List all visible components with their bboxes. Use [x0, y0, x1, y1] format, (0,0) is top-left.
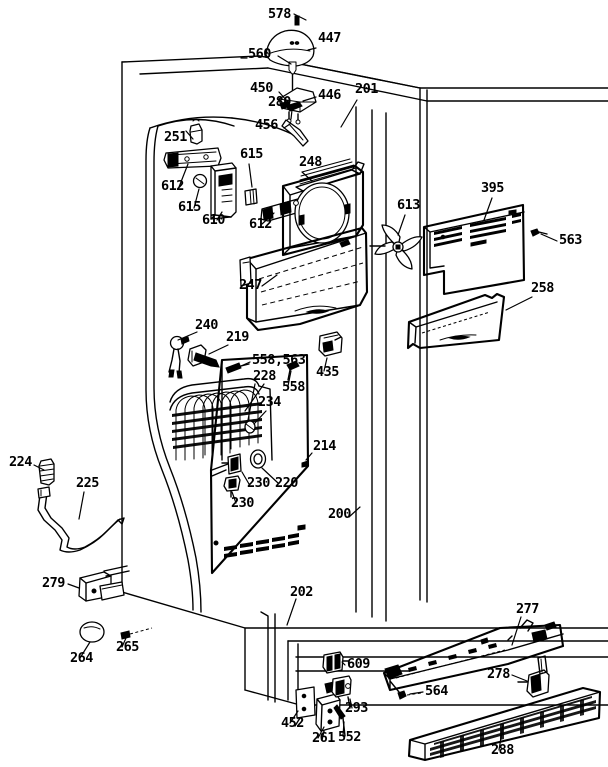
- callout-number-201: 201: [355, 81, 378, 97]
- part-456-bracket: [281, 119, 309, 147]
- part-452-hinge-plate: [294, 686, 316, 727]
- part-613-fan-blade: [369, 224, 423, 270]
- callout-number-447: 447: [318, 30, 341, 46]
- callout-number-612: 612: [249, 216, 272, 232]
- callout-number-563: 563: [559, 232, 582, 248]
- leader-lines: [33, 13, 558, 751]
- callout-number-450: 450: [250, 80, 273, 96]
- part-563-screw: [530, 228, 548, 237]
- callout-number-609: 609: [347, 656, 370, 672]
- callout-number-247: 247: [239, 277, 262, 293]
- part-202-front-rail: [260, 611, 276, 703]
- callout-number-610: 610: [202, 212, 225, 228]
- part-247-evaporator-cover: [239, 164, 369, 332]
- part-564-screw: [389, 680, 422, 700]
- part-558-screw: [286, 360, 300, 381]
- cabinet-liner: [145, 116, 301, 613]
- part-615-left-grommet: [192, 173, 208, 189]
- part-230-upper-clip: [221, 453, 242, 475]
- callout-number-615: 615: [178, 199, 201, 215]
- callout-number-200: 200: [328, 506, 351, 522]
- callout-number-234: 234: [258, 394, 281, 410]
- callout-number-228: 228: [253, 368, 276, 384]
- callout-number-258: 258: [531, 280, 554, 296]
- part-258-duct-trim: [406, 292, 506, 350]
- part-279-lower-hinge: [78, 565, 130, 602]
- callout-number-564: 564: [425, 683, 448, 699]
- callout-number-615: 615: [240, 146, 263, 162]
- part-225-water-tube: [37, 486, 125, 553]
- callout-number-214: 214: [313, 438, 336, 454]
- callout-number-560: 560: [248, 46, 271, 62]
- part-234-defrost-thermostat: [244, 420, 256, 434]
- callout-number-202: 202: [290, 584, 313, 600]
- callout-number-261: 261: [312, 730, 335, 746]
- callout-number-225: 225: [76, 475, 99, 491]
- callout-number-279: 279: [42, 575, 65, 591]
- part-264-plug: [79, 621, 105, 643]
- callout-number-220: 220: [275, 475, 298, 491]
- part-251-light-socket: [189, 119, 203, 145]
- part-560-pin: [288, 61, 297, 93]
- callout-number-251: 251: [164, 129, 187, 145]
- callout-number-280: 280: [268, 94, 291, 110]
- part-248-shelf-grid: [295, 158, 365, 192]
- callout-number-578: 578: [268, 6, 291, 22]
- part-612-left-rail: [163, 147, 222, 169]
- callout-number-395: 395: [481, 180, 504, 196]
- part-240-wire-harness: [168, 335, 190, 379]
- part-615-right-grommet: [244, 188, 258, 206]
- part-265-screw: [120, 627, 153, 640]
- part-219-defrost-switch: [187, 344, 220, 368]
- part-435-valve-bracket: [318, 331, 343, 357]
- callout-number-277: 277: [516, 601, 539, 617]
- callout-number-265: 265: [116, 639, 139, 655]
- part-214-inner-door-panel: [209, 353, 310, 575]
- part-278-latch: [517, 655, 550, 698]
- callout-number-230: 230: [231, 495, 254, 511]
- callout-number-240: 240: [195, 317, 218, 333]
- part-230-lower-clip: [223, 475, 241, 498]
- callout-number-435: 435: [316, 364, 339, 380]
- callout-number-293: 293: [345, 700, 368, 716]
- callout-number-552: 552: [338, 729, 361, 745]
- callout-number-224: 224: [9, 454, 32, 470]
- callout-number-456: 456: [255, 117, 278, 133]
- part-447-hinge-cover: [265, 29, 315, 67]
- part-293-roller: [331, 675, 352, 709]
- callout-number-248: 248: [299, 154, 322, 170]
- callout-number-288: 288: [491, 742, 514, 758]
- callout-number-446: 446: [318, 87, 341, 103]
- part-220-drain-pan-grommet: [249, 449, 267, 469]
- callout-number-264: 264: [70, 650, 93, 666]
- callout-number-613: 613: [397, 197, 420, 213]
- part-277-base-bracket: [382, 619, 565, 692]
- part-288-toe-grille: [407, 686, 602, 762]
- part-395-duct-panel: [422, 203, 526, 296]
- part-228-evaporator-coil: [169, 377, 273, 461]
- callout-number-278: 278: [487, 666, 510, 682]
- part-450-bushing: [279, 100, 291, 110]
- callout-number-558: 558: [282, 379, 305, 395]
- part-610-control-box: [210, 162, 237, 220]
- callout-number-230: 230: [247, 475, 270, 491]
- callout-number-558-563: 558,563: [252, 352, 306, 368]
- callout-number-219: 219: [226, 329, 249, 345]
- part-224-coupling: [38, 458, 55, 486]
- callout-number-612: 612: [161, 178, 184, 194]
- callout-number-452: 452: [281, 715, 304, 731]
- part-578-screw: [294, 15, 300, 26]
- part-609-leveling-leg: [322, 651, 350, 674]
